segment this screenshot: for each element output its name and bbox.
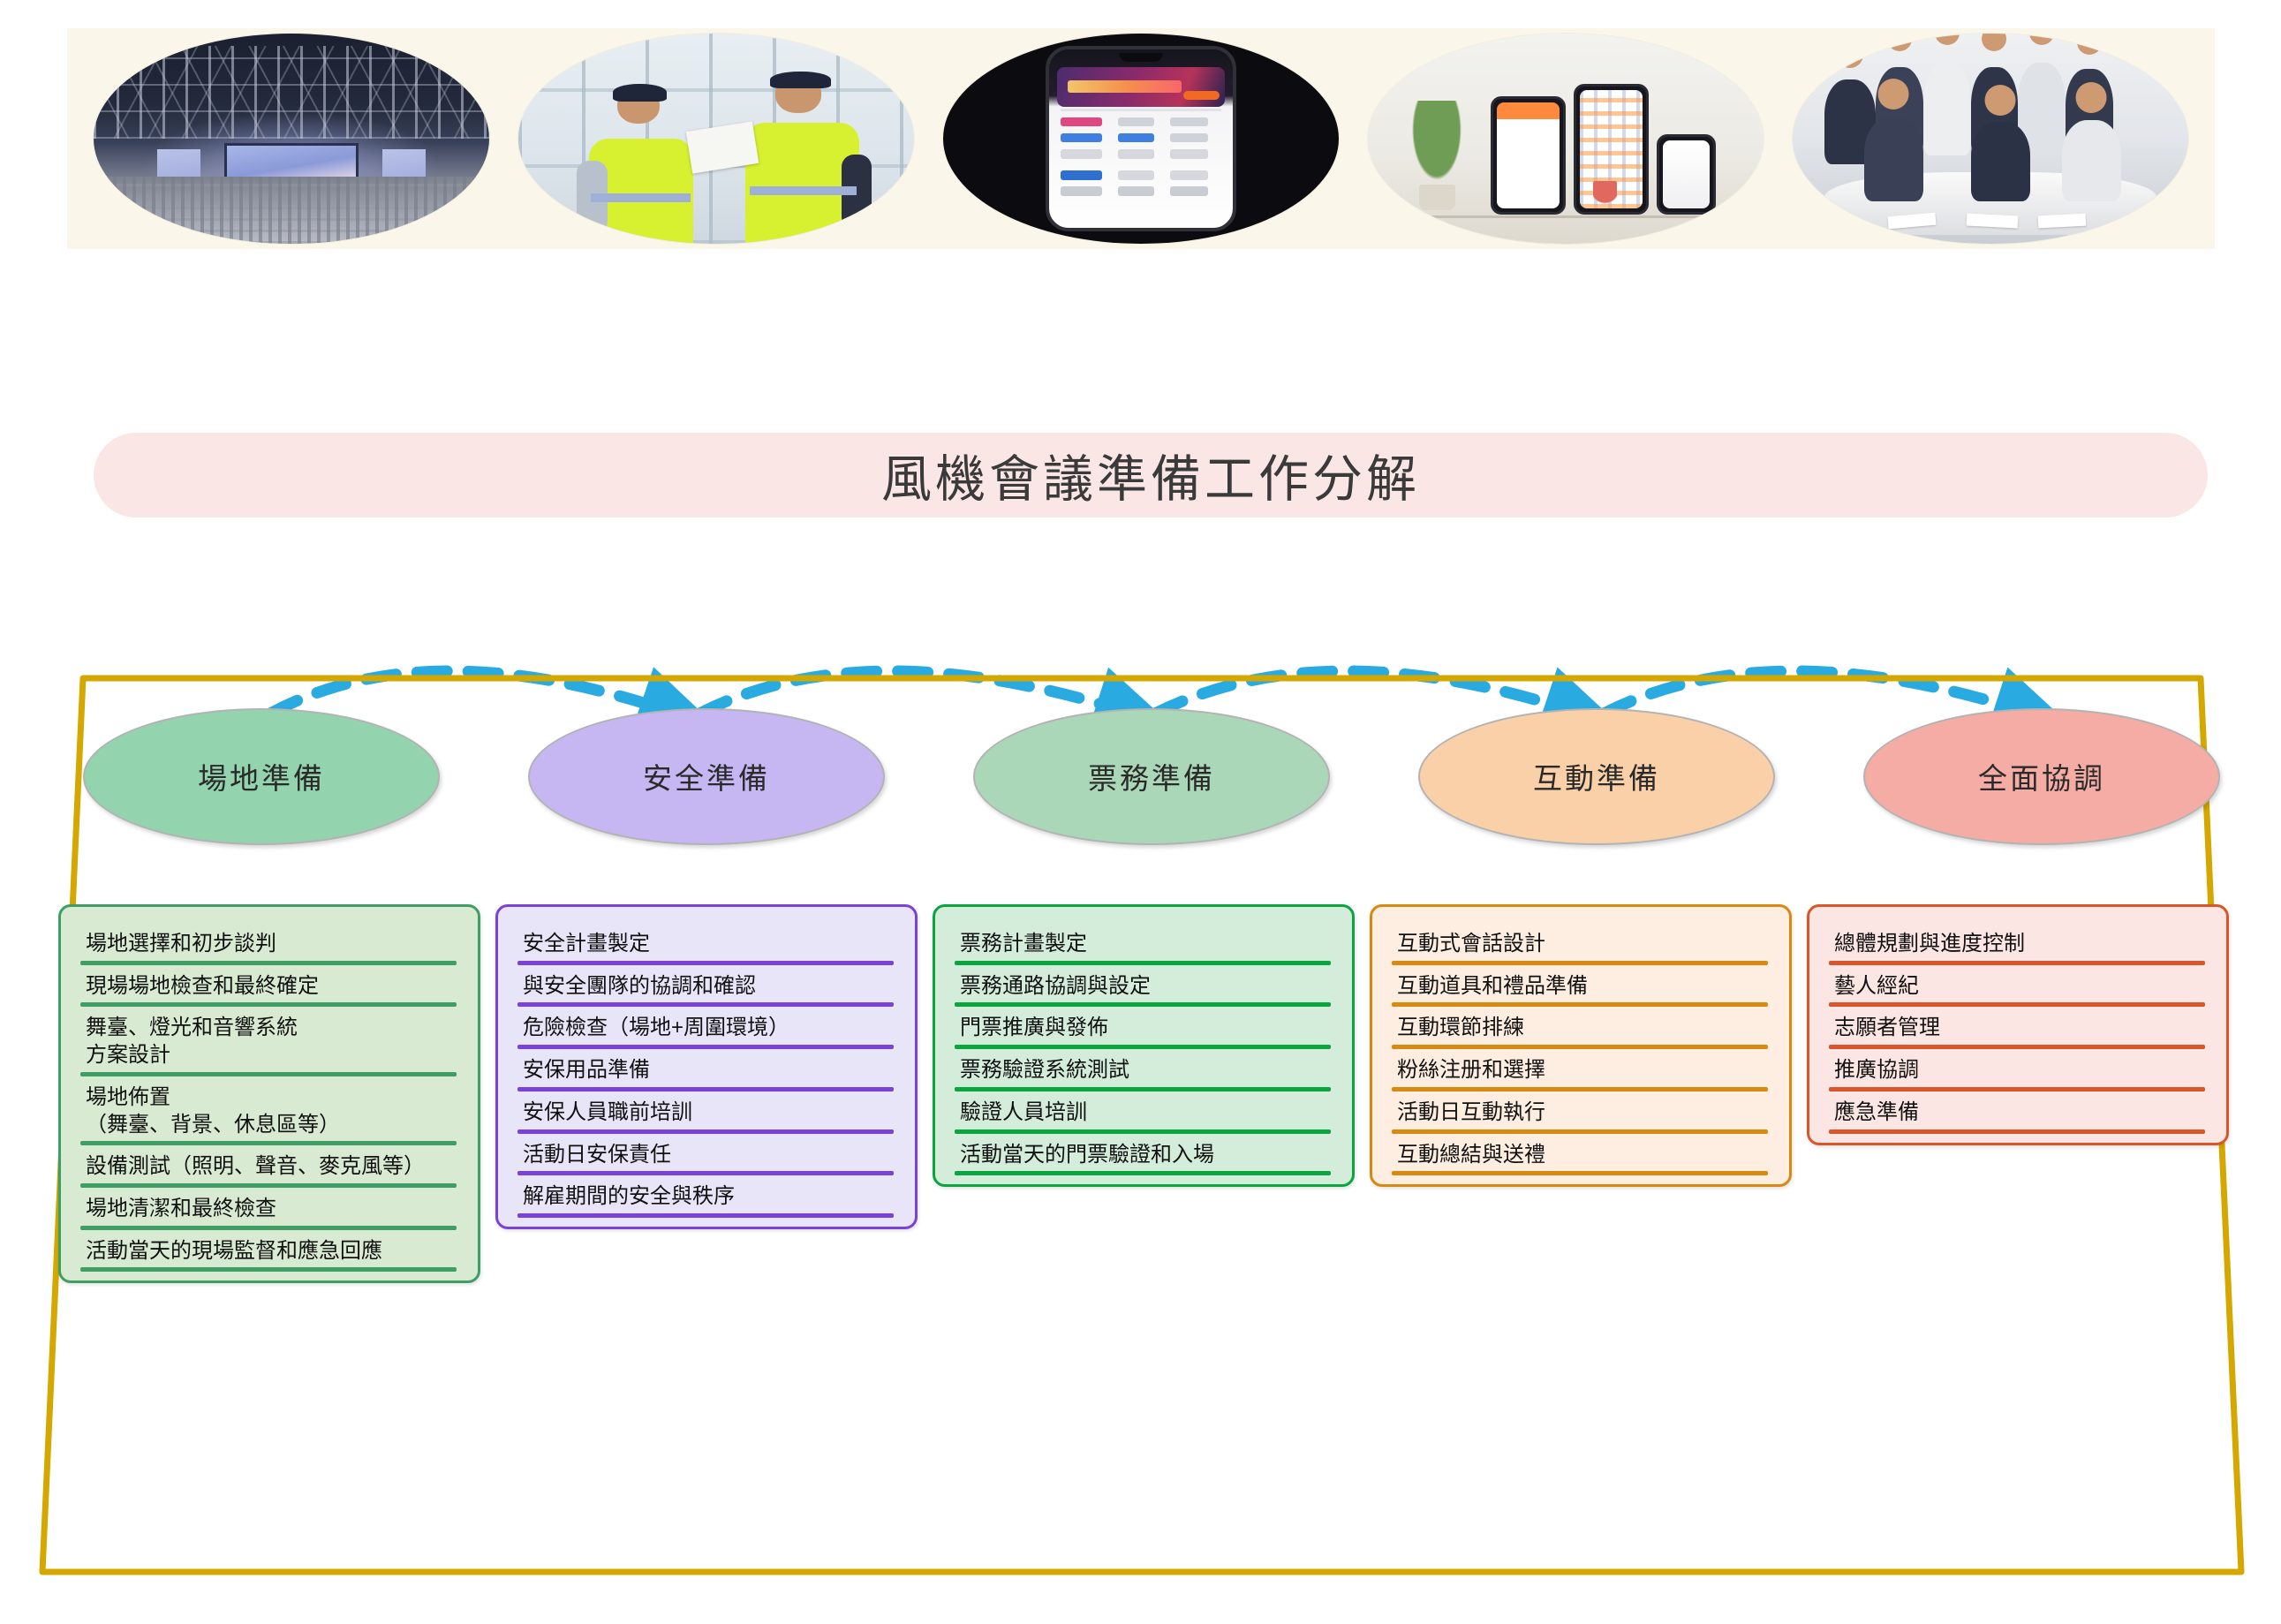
task-item[interactable]: 活動日安保責任 — [517, 1134, 895, 1176]
category-label: 安全準備 — [643, 761, 770, 796]
task-item[interactable]: 活動當天的門票驗證和入場 — [955, 1134, 1333, 1176]
task-card-venue-preparation: 場地選擇和初步談判現場場地檢查和最終確定舞臺、燈光和音響系統 方案設計場地佈置 … — [58, 904, 480, 1284]
task-item[interactable]: 安保人員職前培訓 — [517, 1091, 895, 1134]
task-card-ticketing-preparation: 票務計畫製定票務通路協調與設定門票推廣與發佈票務驗證系統測試驗證人員培訓活動當天… — [933, 904, 1355, 1188]
task-columns-row: 場地選擇和初步談判現場場地檢查和最終確定舞臺、燈光和音響系統 方案設計場地佈置 … — [58, 904, 2229, 1602]
mobile-devices-desk-photo — [1368, 34, 1764, 244]
task-card-overall-coordination: 總體規劃與進度控制藝人經紀志願者管理推廣協調應急準備 — [1807, 904, 2229, 1145]
category-ellipse-venue-preparation[interactable]: 場地準備 — [83, 707, 440, 845]
arc-1 — [264, 665, 718, 724]
concert-stage-venue-photo — [94, 34, 489, 244]
task-item[interactable]: 互動總結與送禮 — [1392, 1134, 1770, 1176]
task-item[interactable]: 藝人經紀 — [1829, 965, 2207, 1008]
category-ellipse-overall-coordination[interactable]: 全面協調 — [1863, 707, 2220, 845]
category-label: 互動準備 — [1533, 761, 1660, 796]
task-item[interactable]: 安全計畫製定 — [517, 923, 895, 965]
task-item[interactable]: 場地佈置 （舞臺、背景、休息區等） — [80, 1076, 458, 1146]
category-ellipse-ticketing-preparation[interactable]: 票務準備 — [973, 707, 1330, 845]
task-item[interactable]: 與安全團隊的協調和確認 — [517, 965, 895, 1008]
arc-2 — [693, 665, 1174, 724]
task-item[interactable]: 志願者管理 — [1829, 1007, 2207, 1049]
photo-strip — [67, 28, 2215, 249]
task-item[interactable]: 應急準備 — [1829, 1091, 2207, 1134]
task-item[interactable]: 舞臺、燈光和音響系統 方案設計 — [80, 1007, 458, 1077]
gold-frame — [39, 675, 2245, 1575]
task-item[interactable]: 設備測試（照明、聲音、麥克風等） — [80, 1145, 458, 1188]
category-ellipse-interaction-preparation[interactable]: 互動準備 — [1418, 707, 1775, 845]
task-item[interactable]: 票務驗證系統測試 — [955, 1049, 1333, 1091]
flow-connector-arcs — [264, 665, 2073, 724]
task-item[interactable]: 場地清潔和最終檢查 — [80, 1188, 458, 1230]
category-label: 全面協調 — [1978, 761, 2105, 796]
task-item[interactable]: 解雇期間的安全與秩序 — [517, 1175, 895, 1218]
task-card-interaction-preparation: 互動式會話設計互動道具和禮品準備互動環節排練粉絲注册和選擇活動日互動執行互動總結… — [1370, 904, 1792, 1188]
category-ellipse-row: 場地準備 安全準備 票務準備 互動準備 全面協調 — [83, 702, 2220, 850]
arc-3 — [1149, 665, 1622, 724]
task-item[interactable]: 門票推廣與發佈 — [955, 1007, 1333, 1049]
task-item[interactable]: 票務通路協調與設定 — [955, 965, 1333, 1008]
task-item[interactable]: 危險檢查（場地+周圍環境） — [517, 1007, 895, 1049]
task-item[interactable]: 現場場地檢查和最終確定 — [80, 965, 458, 1008]
arc-4 — [1597, 665, 2073, 724]
task-item[interactable]: 互動式會話設計 — [1392, 923, 1770, 965]
task-item[interactable]: 安保用品準備 — [517, 1049, 895, 1091]
security-officers-photo — [518, 34, 914, 244]
task-card-security-preparation: 安全計畫製定與安全團隊的協調和確認危險檢查（場地+周圍環境）安保用品準備安保人員… — [495, 904, 918, 1230]
task-item[interactable]: 場地選擇和初步談判 — [80, 923, 458, 965]
category-label: 場地準備 — [198, 761, 325, 796]
category-ellipse-security-preparation[interactable]: 安全準備 — [528, 707, 885, 845]
task-item[interactable]: 互動道具和禮品準備 — [1392, 965, 1770, 1008]
task-item[interactable]: 推廣協調 — [1829, 1049, 2207, 1091]
task-item[interactable]: 驗證人員培訓 — [955, 1091, 1333, 1134]
task-item[interactable]: 粉絲注册和選擇 — [1392, 1049, 1770, 1091]
title-banner: 風機會議準備工作分解 — [94, 433, 2208, 517]
category-label: 票務準備 — [1088, 761, 1215, 796]
task-item[interactable]: 票務計畫製定 — [955, 923, 1333, 965]
page-title: 風機會議準備工作分解 — [881, 450, 1420, 509]
task-item[interactable]: 總體規劃與進度控制 — [1829, 923, 2207, 965]
team-meeting-photo — [1793, 34, 2188, 244]
ticketing-app-phone-photo — [943, 34, 1339, 244]
task-item[interactable]: 活動當天的現場監督和應急回應 — [80, 1230, 458, 1273]
task-item[interactable]: 互動環節排練 — [1392, 1007, 1770, 1049]
task-item[interactable]: 活動日互動執行 — [1392, 1091, 1770, 1134]
